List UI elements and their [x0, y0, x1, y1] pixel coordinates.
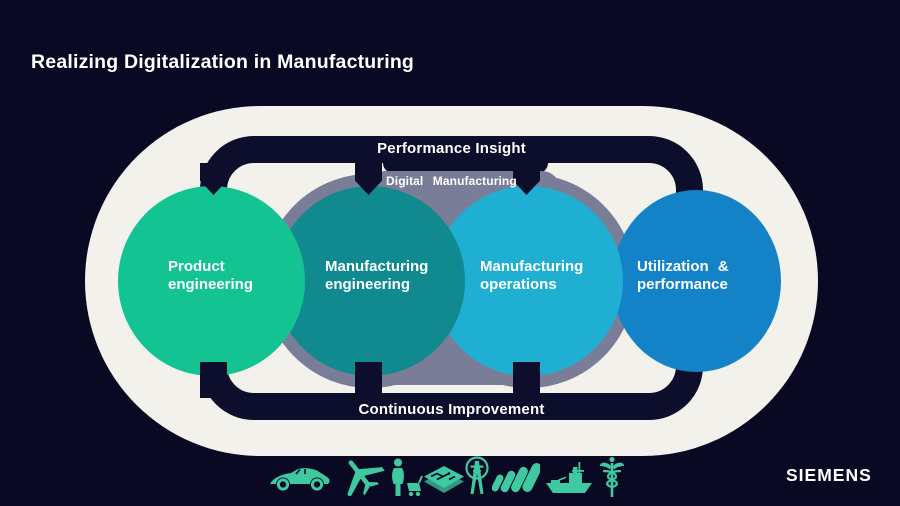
continuous-improvement-label: Continuous Improvement: [358, 401, 545, 418]
person-cart-icon: [388, 458, 424, 498]
car-icon: [269, 466, 331, 494]
circle-utilization-performance: [612, 190, 781, 372]
connector-bottom-mfg-engineering: [355, 362, 382, 398]
airplane-icon: [336, 456, 386, 496]
performance-insight-label: Performance Insight: [377, 140, 526, 157]
product-engineering-label: Product engineering: [168, 258, 253, 294]
utilization-performance-label: Utilization & performance: [637, 258, 729, 294]
caduceus-icon: [599, 456, 625, 498]
circle-product-engineering: [118, 186, 305, 376]
label-line: engineering: [325, 276, 411, 293]
page-title: Realizing Digitalization in Manufacturin…: [31, 51, 415, 73]
manufacturing-operations-label: Manufacturing operations: [480, 258, 583, 294]
connector-bottom-mfg-operations: [513, 362, 540, 398]
transmission-tower-icon: [464, 456, 490, 496]
label-line: Product: [168, 258, 225, 275]
label-line: engineering: [168, 276, 254, 293]
manufacturing-engineering-label: Manufacturing engineering: [325, 258, 428, 294]
siemens-logo: SIEMENS: [786, 465, 872, 485]
turbine-icon: [492, 461, 540, 497]
connector-bottom-product: [200, 362, 227, 398]
ship-icon: [545, 461, 593, 495]
label-line: Utilization &: [637, 258, 729, 275]
digital-manufacturing-label: Digital Manufacturing: [386, 174, 517, 188]
panel-header-strip: [383, 159, 548, 173]
label-line: performance: [637, 276, 728, 293]
circuit-board-icon: [424, 466, 464, 494]
label-line: operations: [480, 276, 557, 293]
circle-manufacturing-engineering: [275, 186, 465, 376]
label-line: Manufacturing: [325, 258, 429, 275]
label-line: Manufacturing: [480, 258, 584, 275]
